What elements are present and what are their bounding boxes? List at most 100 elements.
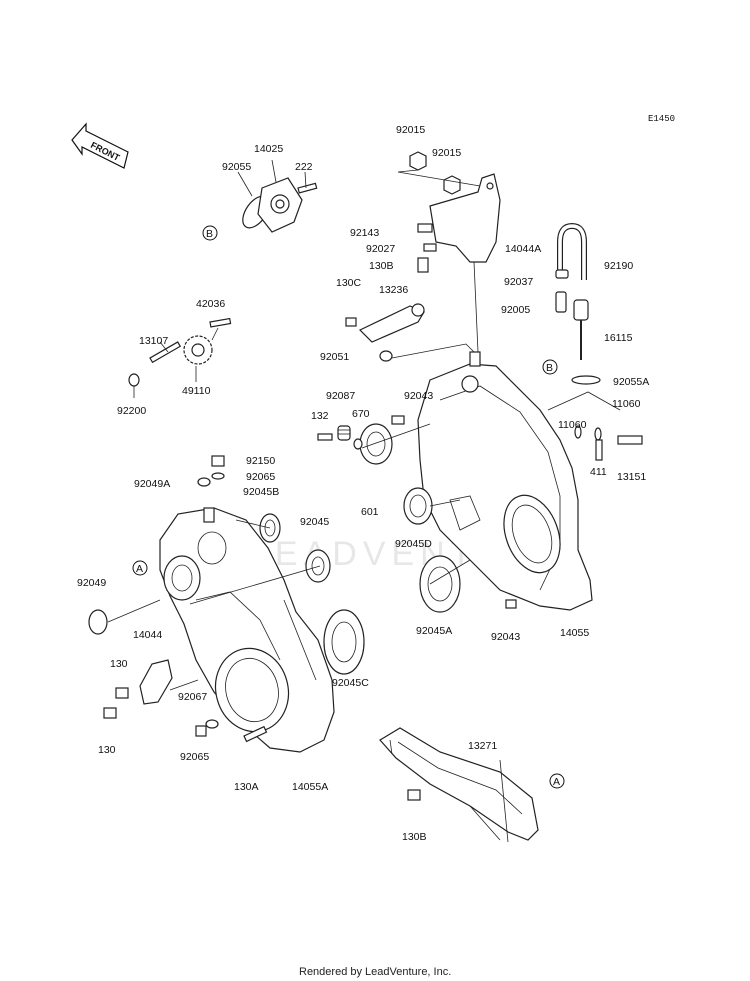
part-label[interactable]: 13236 <box>379 284 408 296</box>
part-label[interactable]: 92200 <box>117 405 146 417</box>
crankcase-left-14055A[interactable] <box>159 507 335 753</box>
part-label[interactable]: 670 <box>352 408 370 420</box>
bearing-92045C[interactable] <box>323 609 365 675</box>
part-label[interactable]: 411 <box>590 466 607 478</box>
part-label[interactable]: 130B <box>402 831 427 843</box>
svg-text:B: B <box>206 228 213 240</box>
part-label[interactable]: 92055 <box>222 161 251 173</box>
part-label[interactable]: 92065 <box>246 471 275 483</box>
part-label[interactable]: 92051 <box>320 351 349 363</box>
part-label[interactable]: 92055A <box>613 376 649 388</box>
part-label[interactable]: 16115 <box>604 332 633 344</box>
crankcase-right-14055[interactable] <box>417 351 593 611</box>
collar-92027[interactable] <box>423 243 437 252</box>
part-label[interactable]: 92049A <box>134 478 170 490</box>
part-label[interactable]: 92065 <box>180 751 209 763</box>
washer-92200[interactable] <box>128 373 140 387</box>
part-label[interactable]: 49110 <box>182 385 211 397</box>
bolt-130B-upper[interactable] <box>417 257 429 273</box>
part-label[interactable]: 11060 <box>612 398 641 410</box>
part-label[interactable]: 92045A <box>416 625 452 637</box>
part-label[interactable]: 92045 <box>300 516 329 528</box>
part-label[interactable]: 92067 <box>178 691 207 703</box>
part-label[interactable]: 222 <box>295 161 313 173</box>
bolt-130B-lower[interactable] <box>407 789 421 801</box>
part-label[interactable]: 42036 <box>196 298 225 310</box>
clip-11060-b[interactable] <box>594 427 602 441</box>
bearing-601[interactable] <box>359 423 393 465</box>
part-label[interactable]: 92143 <box>350 227 379 239</box>
part-label[interactable]: 14055A <box>292 781 328 793</box>
part-label[interactable]: 92045D <box>395 538 432 550</box>
dipstick-16115[interactable] <box>573 299 589 321</box>
part-label[interactable]: 92045B <box>243 486 279 498</box>
seal-670[interactable] <box>353 438 363 450</box>
bolt-130-b[interactable] <box>103 707 117 719</box>
bolt-132[interactable] <box>317 433 333 441</box>
part-label[interactable]: 130 <box>110 658 128 670</box>
part-label[interactable]: 14055 <box>560 627 589 639</box>
dowel-92043-lower[interactable] <box>505 599 517 609</box>
part-label[interactable]: 130A <box>234 781 259 793</box>
part-label[interactable]: 601 <box>361 506 379 518</box>
part-label[interactable]: 92043 <box>491 631 520 643</box>
arm-13236[interactable] <box>358 305 425 343</box>
leader-lines <box>107 499 509 843</box>
bolt-222[interactable] <box>297 182 318 194</box>
switch-411[interactable] <box>595 439 603 461</box>
clamp-92037[interactable] <box>555 269 569 279</box>
oil-seal-92049[interactable] <box>88 609 108 635</box>
nut-92015-a[interactable] <box>409 151 427 171</box>
part-label[interactable]: 130C <box>336 277 362 289</box>
part-label[interactable]: 92037 <box>504 276 533 288</box>
cover-13271[interactable] <box>379 727 539 841</box>
part-label[interactable]: 92087 <box>326 390 355 402</box>
part-label[interactable]: 13107 <box>139 335 168 347</box>
part-label[interactable]: 13151 <box>617 471 646 483</box>
washer-92049A[interactable] <box>197 477 211 487</box>
part-label[interactable]: 132 <box>311 410 329 422</box>
bearing-92045D[interactable] <box>403 487 433 525</box>
clip-11060-a[interactable] <box>574 425 582 439</box>
oil-pump-cover-group <box>237 159 318 233</box>
bolt-130A[interactable] <box>243 725 268 743</box>
bearing-92045[interactable] <box>305 549 331 583</box>
part-label[interactable]: 92150 <box>246 455 275 467</box>
part-label[interactable]: 92005 <box>501 304 530 316</box>
washer-92065-upper[interactable] <box>211 472 225 480</box>
collar-92143[interactable] <box>417 223 433 233</box>
bolt-130C[interactable] <box>345 317 357 327</box>
shaft-13107[interactable] <box>149 341 182 364</box>
o-ring-92055A[interactable] <box>571 375 601 385</box>
part-label[interactable]: 130B <box>369 260 394 272</box>
part-label[interactable]: 11060 <box>558 419 587 431</box>
nut-92015-b[interactable] <box>443 175 461 195</box>
part-label[interactable]: 14044 <box>133 629 162 641</box>
pin-42036[interactable] <box>209 317 232 328</box>
oil-pump-gear-group <box>128 317 232 398</box>
bracket-14044[interactable] <box>139 659 173 705</box>
part-label[interactable]: 130 <box>98 744 116 756</box>
plug-92067[interactable] <box>195 725 207 737</box>
part-label[interactable]: 92015 <box>432 147 461 159</box>
sensor-13151[interactable] <box>617 435 643 445</box>
washer-92065-lower[interactable] <box>205 719 219 729</box>
part-label[interactable]: 92043 <box>404 390 433 402</box>
bearing-92045A[interactable] <box>419 555 461 613</box>
part-label[interactable]: 13271 <box>468 740 497 752</box>
dowel-92043-upper[interactable] <box>391 415 405 425</box>
part-label[interactable]: 92049 <box>77 577 106 589</box>
bracket-14044A[interactable] <box>429 173 501 263</box>
part-label[interactable]: 92027 <box>366 243 395 255</box>
spring-92087[interactable] <box>337 425 351 441</box>
fitting-92005[interactable] <box>555 291 567 313</box>
bolt-92150[interactable] <box>211 455 225 467</box>
part-label[interactable]: 92045C <box>332 677 369 689</box>
part-label[interactable]: 14025 <box>254 143 283 155</box>
part-label[interactable]: 92015 <box>396 124 425 136</box>
part-label[interactable]: 14044A <box>505 243 541 255</box>
seal-92051[interactable] <box>379 350 393 362</box>
part-label[interactable]: 92190 <box>604 260 633 272</box>
bolt-130-a[interactable] <box>115 687 129 699</box>
